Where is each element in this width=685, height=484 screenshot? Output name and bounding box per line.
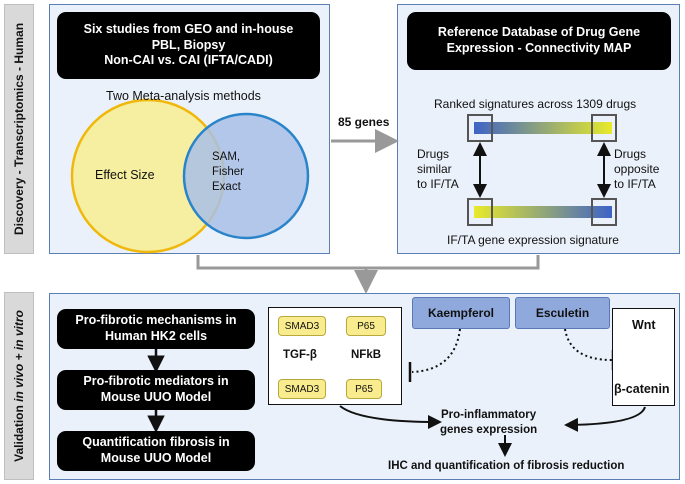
p65-bottom-tag: P65 — [346, 379, 382, 399]
ranked-left-bracket — [467, 114, 493, 142]
wnt-box — [612, 308, 675, 406]
genes-count-label: 85 genes — [338, 115, 390, 129]
ranked-gradient-bar — [474, 122, 612, 134]
ifta-signature-label: IF/TA gene expression signature — [447, 233, 619, 247]
validation-step-mediators: Pro-fibrotic mediators in Mouse UUO Mode… — [57, 370, 255, 410]
sam-fisher-circle — [182, 112, 310, 240]
drugs-opposite-label: Drugs opposite to IF/TA — [614, 147, 660, 191]
wnt-to-inflammation-arrow — [564, 406, 646, 432]
nfkb-label: NFkB — [351, 349, 382, 361]
ihc-fibrosis-label: IHC and quantification of fibrosis reduc… — [388, 460, 625, 472]
studies-box: Six studies from GEO and in-house PBL, B… — [57, 12, 320, 79]
sam-fisher-label: SAM, Fisher Exact — [212, 151, 244, 193]
ranked-right-bracket — [591, 114, 617, 142]
smad3-top-tag: SMAD3 — [278, 316, 326, 336]
reference-database-box: Reference Database of Drug Gene Expressi… — [407, 12, 671, 70]
wnt-label: Wnt — [632, 318, 656, 332]
esculetin-box: Esculetin — [515, 297, 610, 329]
tgf-beta-label: TGF-β — [283, 349, 317, 361]
beta-catenin-label: β-catenin — [614, 382, 670, 396]
ranked-signatures-label: Ranked signatures across 1309 drugs — [434, 97, 637, 111]
discovery-sidebar: Discovery - Transcriptomics - Human — [4, 4, 34, 254]
effect-size-label: Effect Size — [95, 168, 155, 182]
signature-gradient-bar — [474, 206, 612, 218]
meta-analysis-title: Two Meta-analysis methods — [106, 89, 261, 103]
inflammatory-genes-label: Pro-inflammatory genes expression — [440, 409, 538, 436]
p65-top-tag: P65 — [346, 316, 386, 336]
validation-step-hk2: Pro-fibrotic mechanisms in Human HK2 cel… — [57, 309, 255, 349]
kaempferol-inhibit-line — [411, 328, 461, 373]
validation-step-quantification: Quantification fibrosis in Mouse UUO Mod… — [57, 431, 255, 471]
esculetin-inhibit-line — [564, 328, 613, 361]
signature-left-bracket — [467, 198, 493, 226]
merge-connector — [196, 255, 540, 270]
smad3-bottom-tag: SMAD3 — [278, 379, 326, 399]
drugs-similar-label: Drugs similar to IF/TA — [417, 147, 459, 191]
pathway-to-inflammation-arrow — [339, 405, 442, 429]
kaempferol-box: Kaempferol — [412, 297, 510, 329]
signature-right-bracket — [591, 198, 617, 226]
validation-sidebar: Validation in vivo + in vitro — [4, 292, 34, 480]
